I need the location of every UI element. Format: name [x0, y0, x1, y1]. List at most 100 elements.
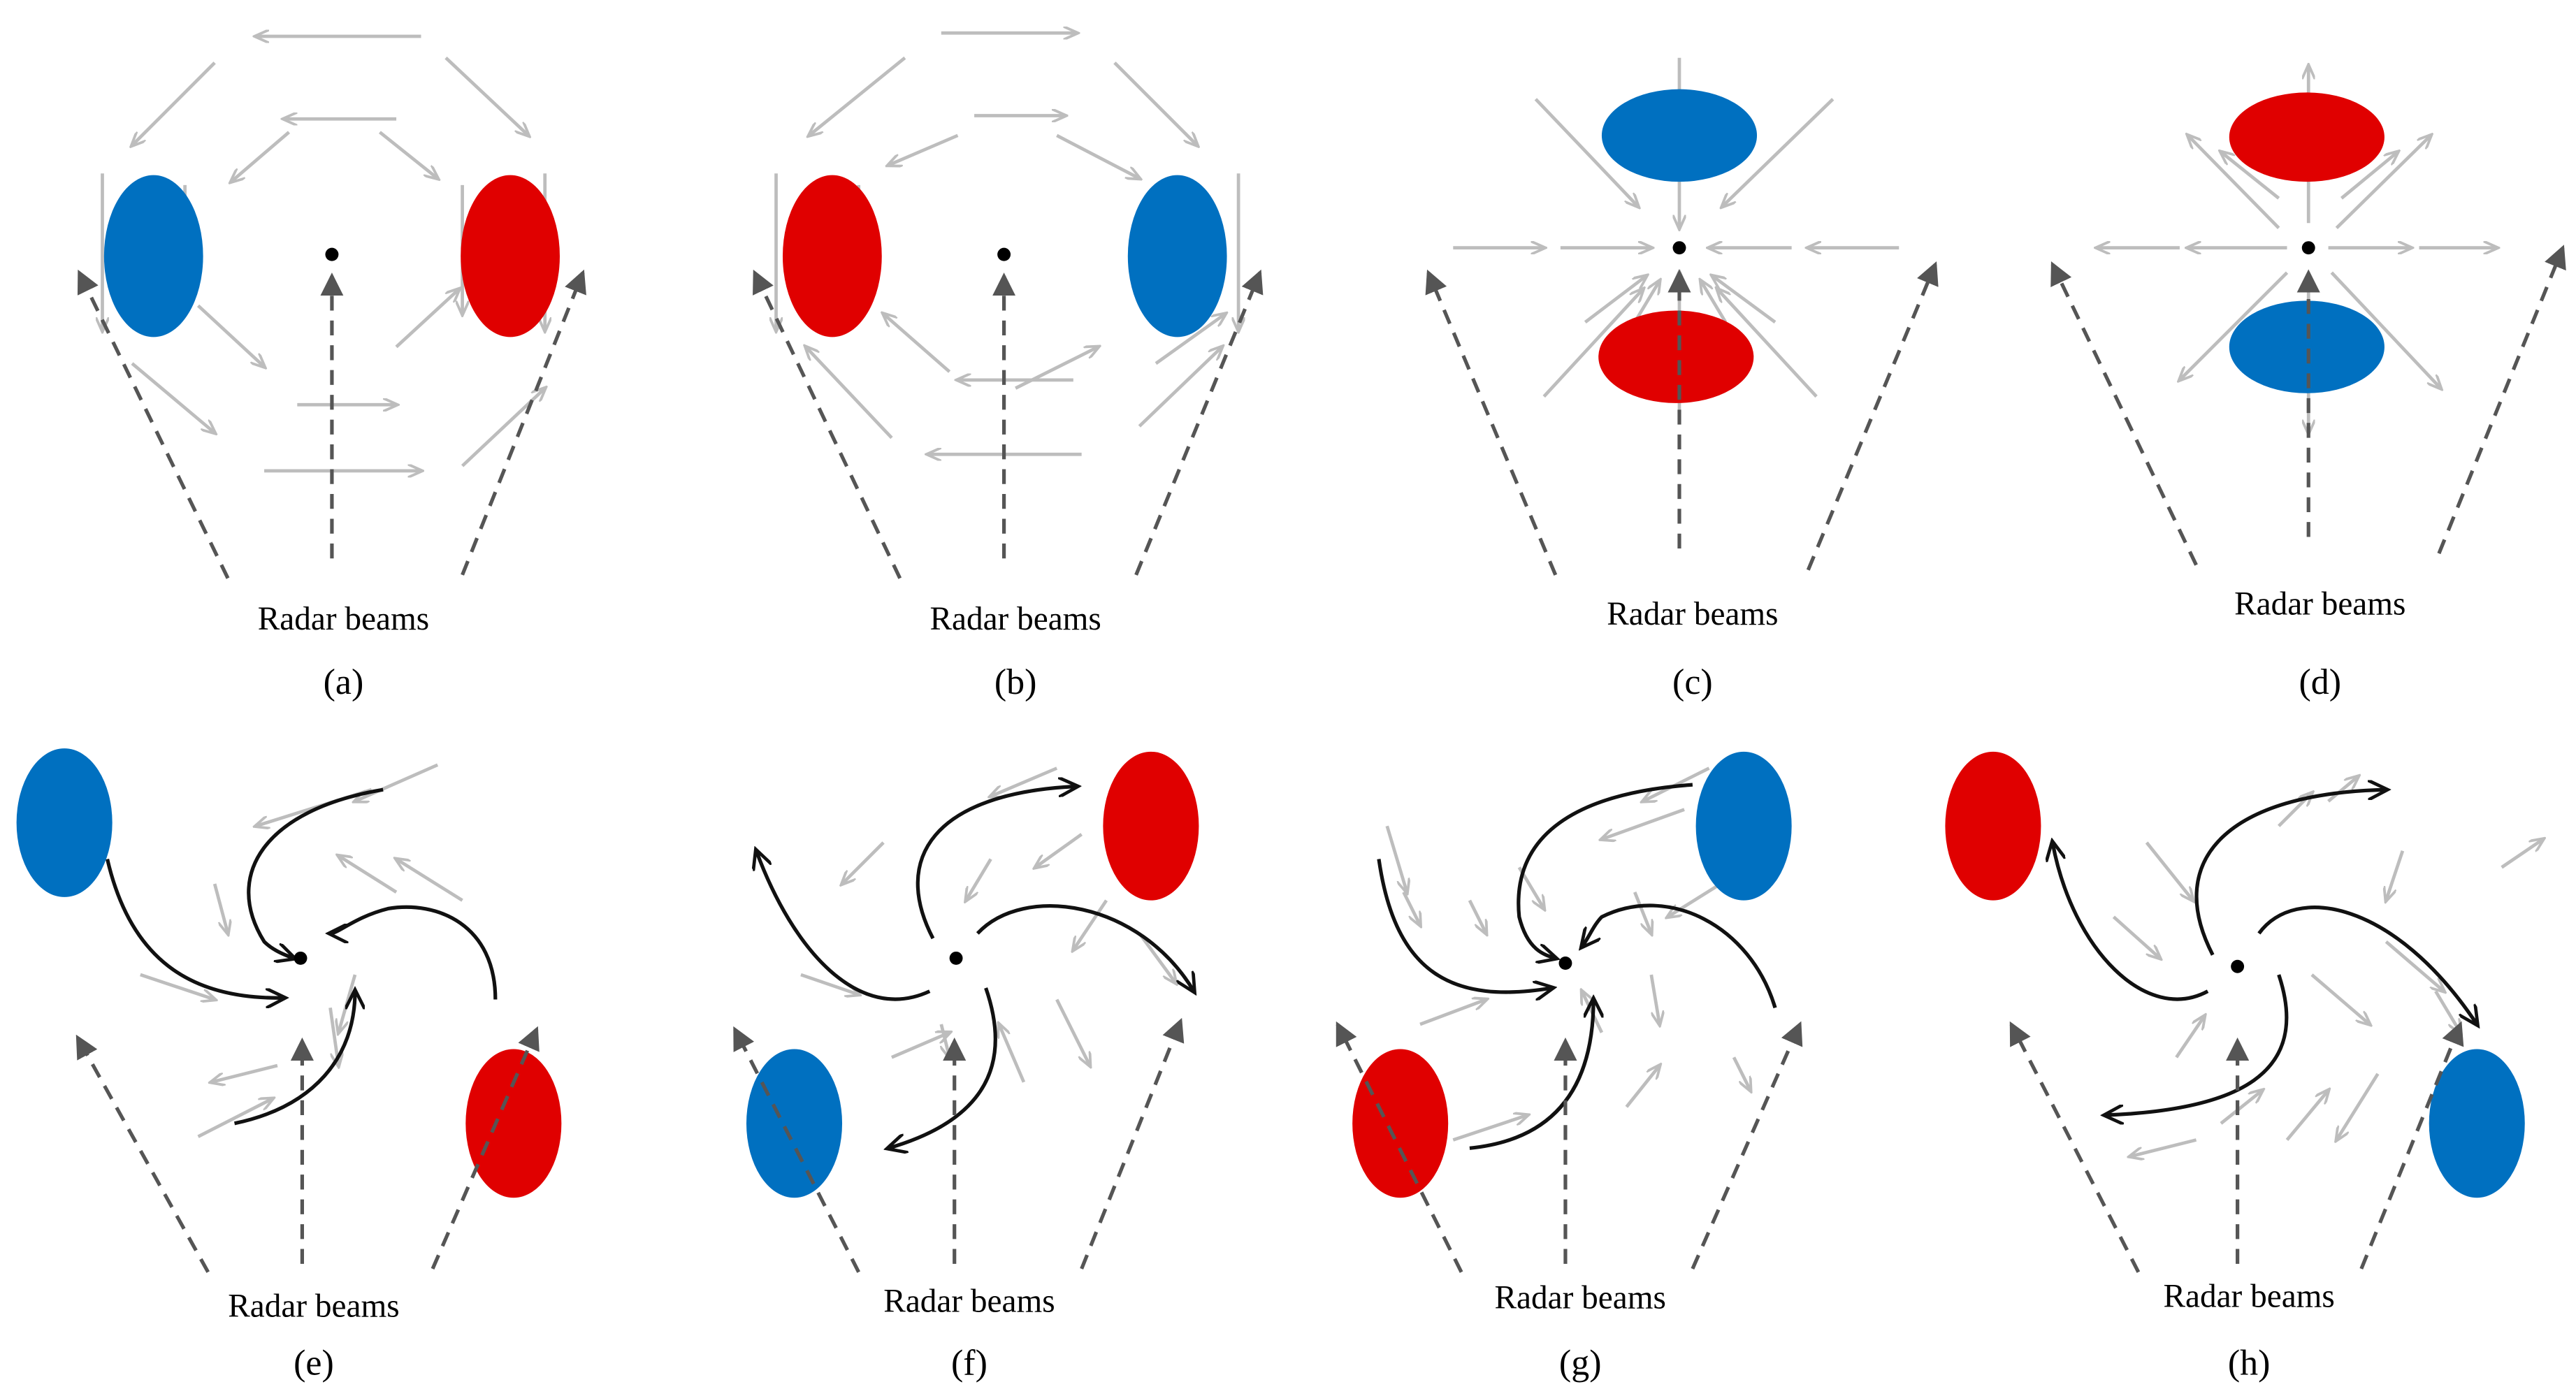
flow-arrow	[1722, 98, 1835, 207]
flow-arrow	[395, 289, 459, 349]
flow-arrow	[1633, 281, 1659, 323]
flow-arrow	[1649, 974, 1660, 1024]
negative-velocity-lobe	[1695, 751, 1792, 901]
flow-arrow	[212, 883, 228, 933]
radar-beam-arrow	[1134, 269, 1264, 576]
radar-center-dot	[2301, 241, 2315, 255]
radar-beams-label: Radar beams	[2234, 586, 2405, 623]
flow-arrow	[2221, 152, 2280, 200]
flow-arrow	[1138, 932, 1175, 983]
radar-center-dot	[1558, 957, 1572, 970]
positive-velocity-lobe	[782, 175, 882, 337]
streamline-arrow	[2053, 843, 2209, 1001]
negative-velocity-lobe	[2429, 1049, 2525, 1198]
radar-beam-arrow	[77, 269, 230, 579]
streamline-arrow	[756, 851, 931, 1001]
flow-arrow	[1542, 289, 1643, 398]
flow-arrow	[1701, 281, 1728, 323]
radar-beams-label: Radar beams	[2163, 1278, 2334, 1314]
streamline-arrow	[888, 987, 997, 1148]
streamline-arrow	[916, 787, 1076, 940]
flow-arrow	[1625, 1066, 1659, 1108]
flow-arrow	[888, 133, 959, 166]
flow-arrow	[806, 347, 893, 439]
flow-arrow	[991, 766, 1058, 796]
flow-arrow	[132, 61, 216, 145]
streamline-arrow	[106, 858, 284, 998]
negative-velocity-lobe	[1127, 175, 1227, 337]
radar-beams-label: Radar beams	[1495, 1280, 1666, 1316]
streamline-arrow	[976, 904, 1194, 991]
negative-velocity-lobe	[103, 175, 203, 337]
flow-arrow	[444, 57, 528, 136]
positive-velocity-lobe	[465, 1049, 562, 1198]
radar-beam-arrow	[1806, 261, 1939, 571]
flow-arrow	[2175, 1016, 2204, 1059]
radar-center-dot	[949, 951, 963, 965]
radar-center-dot	[1672, 241, 1686, 255]
streamline-arrow	[1582, 903, 1777, 1009]
flow-arrow	[1717, 289, 1818, 398]
flow-arrow	[396, 859, 463, 902]
panel-h: Radar beams (h)	[1945, 751, 2542, 1383]
flow-arrow	[1452, 1115, 1527, 1142]
radar-beam-arrow	[1425, 269, 1558, 576]
flow-arrow	[2386, 850, 2405, 901]
radar-beams-label: Radar beams	[228, 1288, 399, 1324]
streamline-arrow	[233, 991, 355, 1126]
flow-arrow	[2220, 1091, 2262, 1125]
flow-arrow	[338, 856, 398, 894]
radar-center-dot	[325, 247, 339, 261]
flow-arrow	[2330, 271, 2440, 388]
panel-g: Radar beams(g)	[1336, 751, 1803, 1383]
panel-caption: (a)	[324, 662, 364, 702]
radar-center-dot	[2231, 959, 2245, 973]
radar-beam-arrow	[2009, 1021, 2141, 1273]
positive-velocity-lobe	[1103, 751, 1199, 901]
streamline-arrow	[331, 905, 498, 1000]
flow-arrow	[1534, 98, 1637, 207]
flow-arrow	[2385, 940, 2444, 991]
radar-beam-arrow	[2437, 245, 2566, 555]
flow-arrow	[842, 841, 885, 884]
flow-arrow	[1584, 276, 1646, 323]
streamline-arrow	[2257, 906, 2477, 1024]
flow-arrow	[2130, 1138, 2197, 1157]
flow-arrow	[1056, 133, 1139, 178]
flow-arrow	[378, 131, 437, 178]
flow-arrow	[2145, 841, 2193, 901]
flow-arrow	[1602, 808, 1685, 840]
flow-arrow	[1155, 314, 1225, 365]
panels-layer: Radar beams(a)Radar beams(b)Radar beams(…	[16, 33, 2566, 1383]
panel-f: Radar beams(f)	[733, 751, 1199, 1383]
flow-arrow	[883, 314, 951, 373]
flow-arrow	[2327, 776, 2359, 803]
radar-beam-arrow	[753, 269, 902, 579]
negative-velocity-lobe	[16, 748, 113, 897]
streamline-arrow	[1469, 1000, 1593, 1150]
flow-arrow	[1055, 998, 1090, 1066]
panel-caption: (h)	[2228, 1343, 2271, 1383]
negative-velocity-lobe	[2229, 300, 2385, 393]
flow-arrow	[196, 304, 265, 366]
flow-arrow	[2180, 271, 2289, 380]
radar-beams-label: Radar beams	[1607, 596, 1778, 632]
positive-velocity-lobe	[1945, 751, 2041, 901]
panel-caption: (e)	[294, 1343, 334, 1383]
flow-arrow	[2336, 1073, 2380, 1140]
flow-arrow	[461, 388, 545, 467]
flow-arrow	[1035, 833, 1083, 867]
flow-arrow	[131, 362, 215, 432]
panel-caption: (f)	[951, 1343, 987, 1383]
panel-c: Radar beams(c)	[1425, 57, 1939, 702]
flow-arrow	[231, 131, 291, 182]
streamline-arrow	[247, 787, 384, 958]
flow-arrow	[1712, 276, 1777, 323]
flow-arrow	[1073, 899, 1108, 950]
flow-arrow	[1138, 347, 1222, 428]
flow-arrow	[800, 973, 859, 994]
panel-a: Radar beams(a)	[77, 36, 586, 702]
radar-center-dot	[997, 247, 1011, 261]
panel-d: Radar beams(d)	[2050, 66, 2566, 702]
